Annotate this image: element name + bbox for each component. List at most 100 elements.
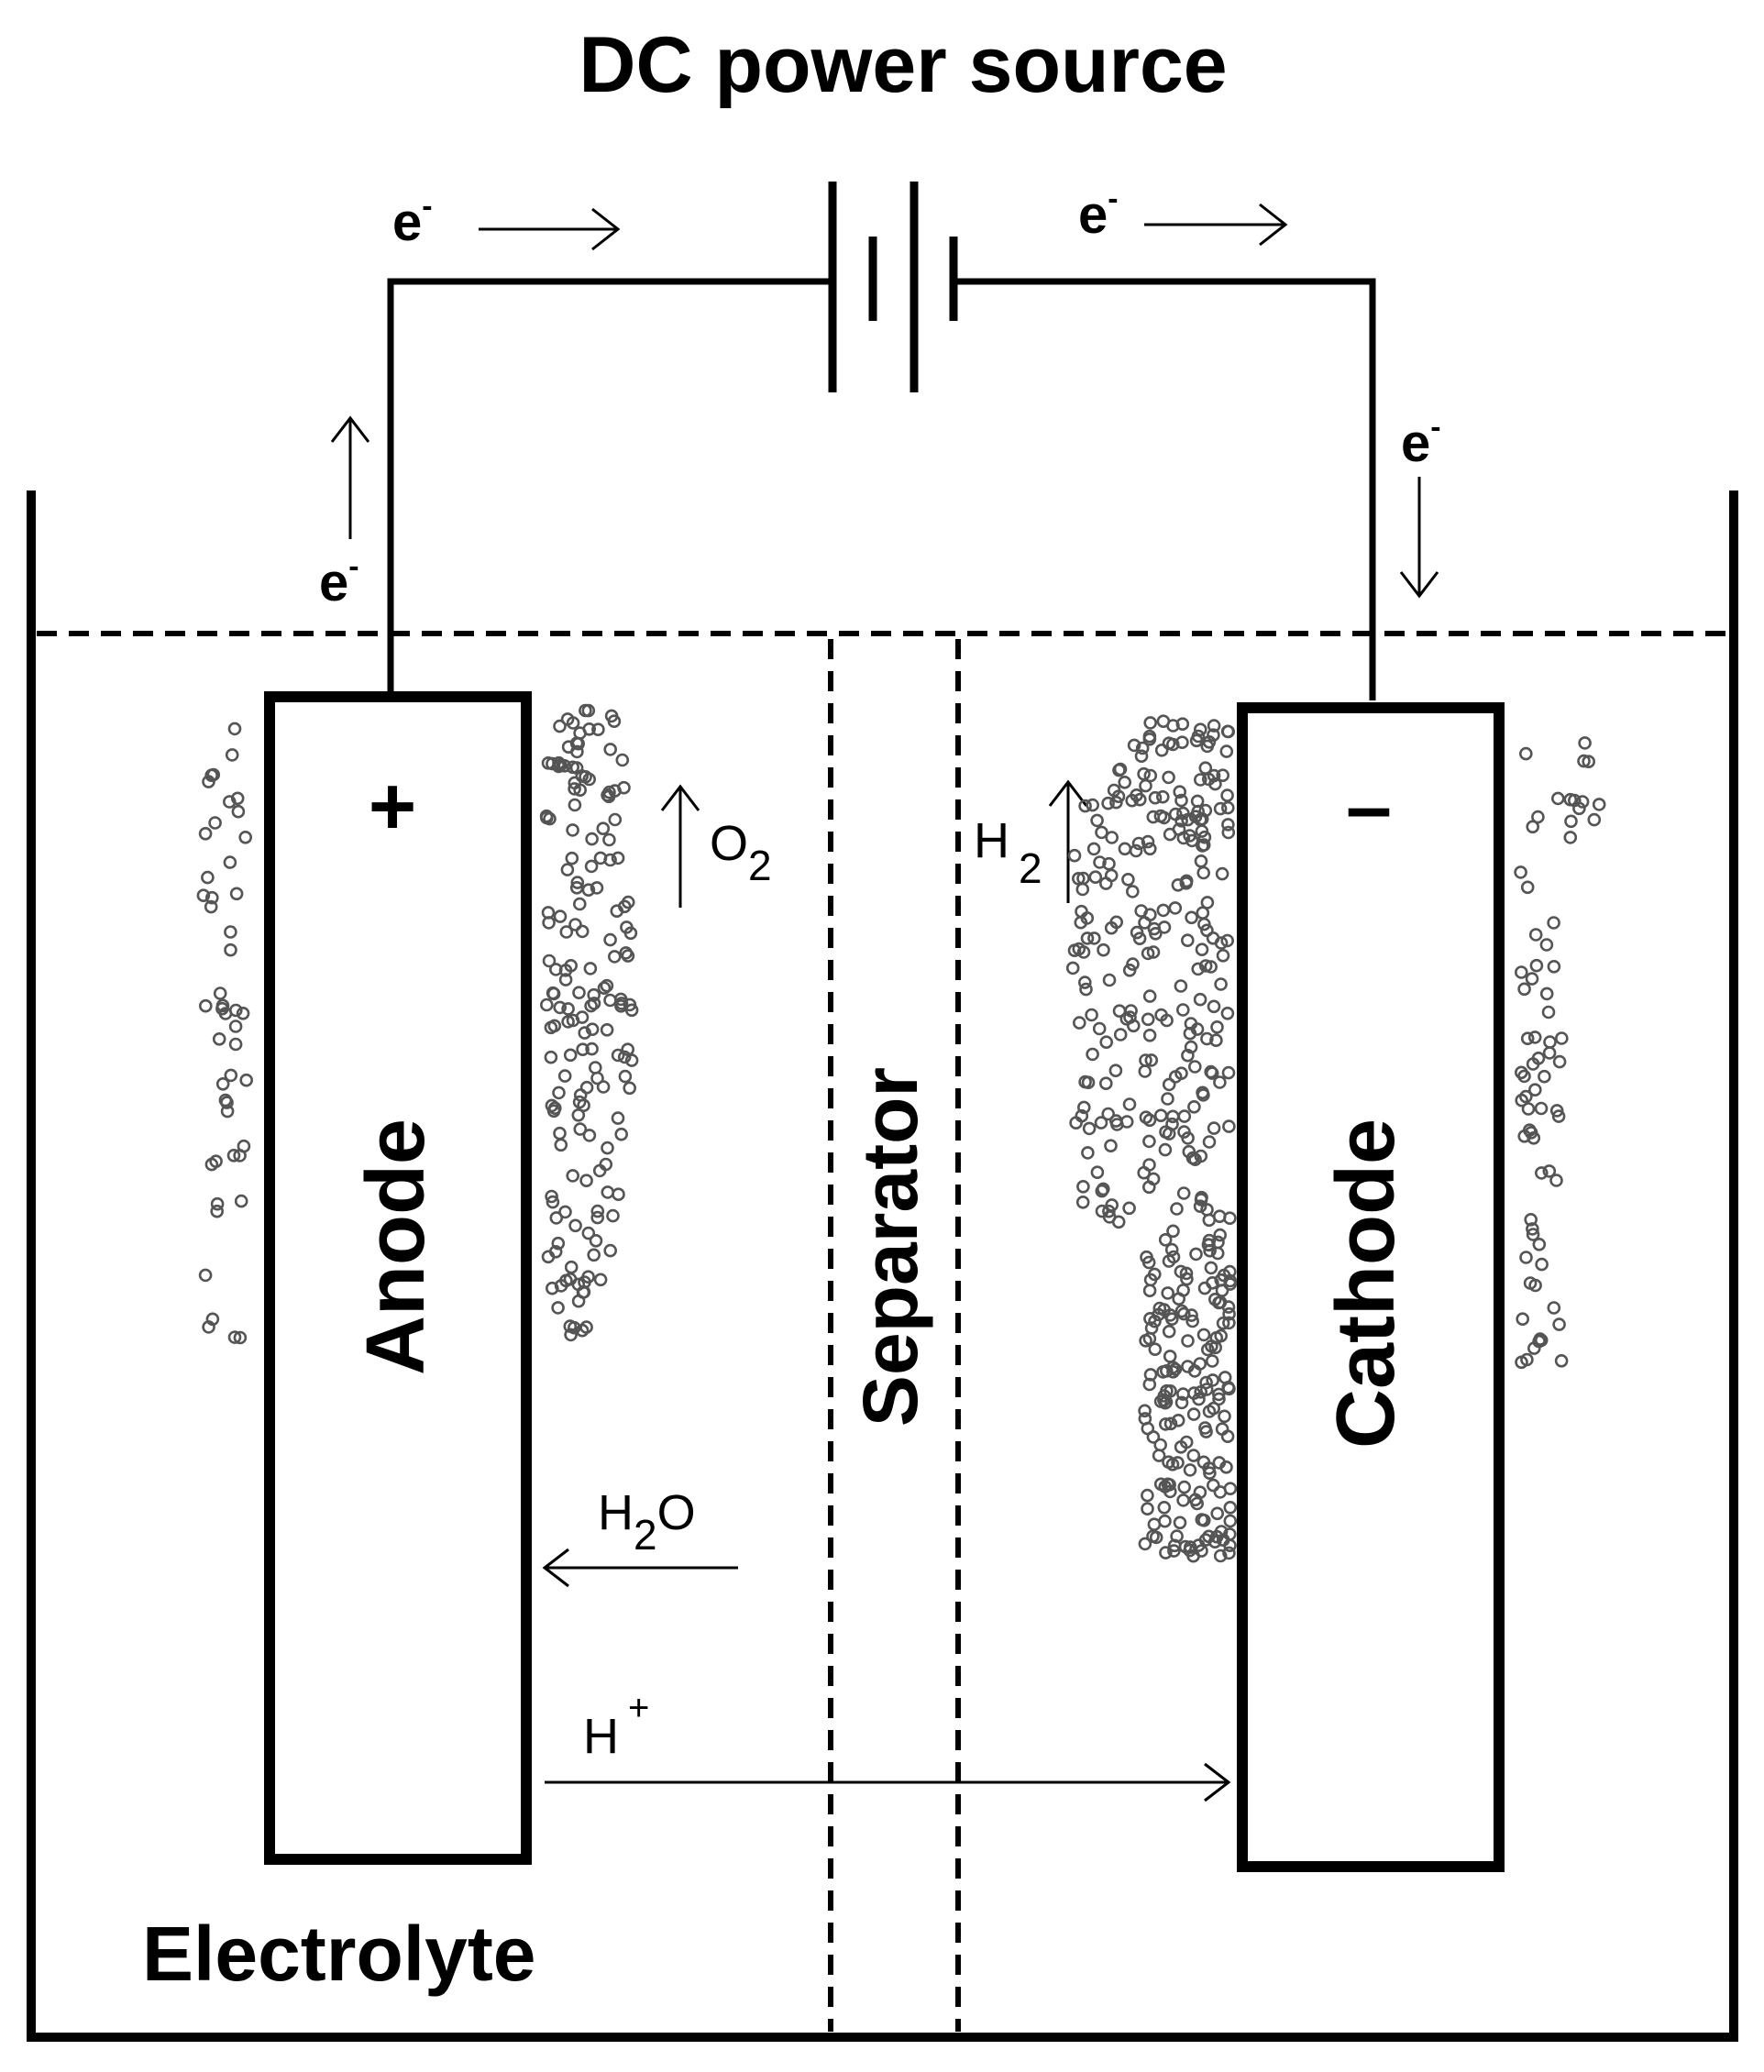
gas-bubble — [1541, 1005, 1556, 1019]
gas-bubble — [1179, 1266, 1194, 1281]
gas-bubble — [1194, 1193, 1208, 1207]
gas-bubble — [1173, 1515, 1187, 1530]
gas-bubble — [1076, 1180, 1090, 1194]
gas-bubble — [1141, 1488, 1154, 1503]
gas-bubble — [1173, 785, 1186, 799]
gas-bubble — [1079, 982, 1093, 997]
gas-bubble — [1143, 1368, 1158, 1382]
gas-bubble — [568, 1218, 582, 1233]
gas-bubble — [1526, 1228, 1540, 1241]
gas-bubble — [554, 1138, 568, 1152]
gas-bubble — [213, 986, 227, 1000]
gas-bubble — [539, 810, 554, 825]
gas-bubble — [239, 1073, 254, 1087]
electron-flow-left-up: e- — [319, 415, 370, 612]
oxygen-evolution: O2 — [660, 784, 772, 908]
gas-bubble — [607, 950, 622, 964]
gas-bubble — [1542, 1046, 1557, 1060]
gas-bubble — [1535, 1166, 1549, 1180]
gas-bubble — [546, 1195, 560, 1209]
gas-bubble — [1122, 1097, 1137, 1111]
proton-label: H+ — [583, 1688, 649, 1764]
gas-bubble — [613, 992, 628, 1007]
gas-bubble — [1141, 1502, 1154, 1515]
gas-bubble — [201, 870, 215, 885]
gas-bubble — [225, 748, 239, 762]
gas-bubble — [568, 918, 582, 931]
gas-bubble — [1221, 825, 1236, 840]
gas-bubble — [1086, 1047, 1099, 1062]
separator-membrane — [828, 639, 961, 2032]
gas-bubble — [230, 791, 245, 806]
gas-bubble — [1592, 798, 1606, 811]
gas-bubble — [1163, 1484, 1177, 1499]
gas-bubble — [590, 881, 604, 895]
cathode-label: Cathode — [1320, 1119, 1412, 1449]
gas-bubble — [1153, 1108, 1168, 1122]
gas-bubble — [1208, 777, 1222, 791]
gas-bubble — [236, 1007, 250, 1020]
gas-bubble — [1157, 1501, 1172, 1515]
gas-bubble — [1082, 1121, 1097, 1136]
electron-flow-top-left: e- — [392, 189, 621, 252]
gas-bubble — [1141, 946, 1155, 961]
gas-bubble — [1143, 908, 1157, 922]
gas-bubble — [1200, 896, 1215, 909]
gas-bubble — [567, 1320, 581, 1335]
gas-bubble — [1181, 933, 1195, 947]
gas-bubble — [585, 1042, 599, 1056]
gas-bubble — [1132, 931, 1147, 946]
gas-bubble — [1148, 1267, 1162, 1282]
gas-bubble — [1220, 1007, 1235, 1020]
gas-bubble — [566, 1013, 580, 1028]
gas-bubble — [1527, 1030, 1542, 1044]
gas-bubble — [229, 887, 244, 901]
gas-bubble — [590, 1071, 604, 1086]
gas-bubble — [226, 1149, 241, 1163]
gas-bubble — [1143, 1312, 1157, 1326]
gas-bubble — [1198, 761, 1213, 776]
electron-flow-right-down: e- — [1399, 410, 1441, 599]
gas-bubble — [1552, 1054, 1567, 1069]
gas-bubble — [1148, 790, 1163, 805]
gas-bubble — [1149, 1530, 1163, 1545]
anode-bubbles-right — [539, 703, 639, 1342]
gas-bubble — [1075, 1196, 1090, 1209]
anode-bubbles-left — [196, 722, 254, 1345]
gas-bubble — [545, 1189, 558, 1204]
gas-bubble — [579, 769, 592, 784]
gas-bubble — [1163, 1478, 1176, 1492]
gas-bubble — [1519, 746, 1533, 761]
gas-bubble — [621, 1042, 635, 1056]
gas-bubble — [1197, 830, 1212, 844]
gas-bubble — [1097, 1182, 1110, 1196]
gas-bubble — [1206, 1276, 1219, 1290]
gas-bubble — [1529, 958, 1544, 973]
gas-bubble — [1075, 882, 1090, 897]
gas-bubble — [227, 722, 242, 736]
gas-bubble — [1069, 1116, 1083, 1130]
gas-bubble — [593, 851, 608, 865]
gas-bubble — [1214, 1328, 1228, 1343]
gas-bubble — [545, 1098, 559, 1113]
gas-bubble — [1216, 768, 1229, 783]
gas-bubble — [1139, 1334, 1152, 1348]
gas-bubble — [1139, 1053, 1152, 1067]
gas-bubble — [1539, 938, 1554, 952]
gas-bubble — [1163, 1416, 1178, 1431]
gas-bubble — [571, 1108, 586, 1122]
gas-bubble — [1171, 1456, 1185, 1470]
gas-bubble — [212, 1032, 226, 1046]
gas-bubble — [1073, 1016, 1086, 1030]
gas-bubble — [1135, 741, 1150, 755]
gas-bubble — [561, 740, 576, 755]
gas-bubble — [1549, 1104, 1564, 1118]
gas-bubble — [1198, 959, 1213, 973]
gas-bubble — [1176, 1186, 1191, 1200]
gas-bubble — [1092, 1021, 1107, 1036]
gas-bubble — [1200, 1203, 1214, 1217]
gas-bubble — [1577, 754, 1591, 768]
gas-bubble — [1085, 1008, 1098, 1022]
